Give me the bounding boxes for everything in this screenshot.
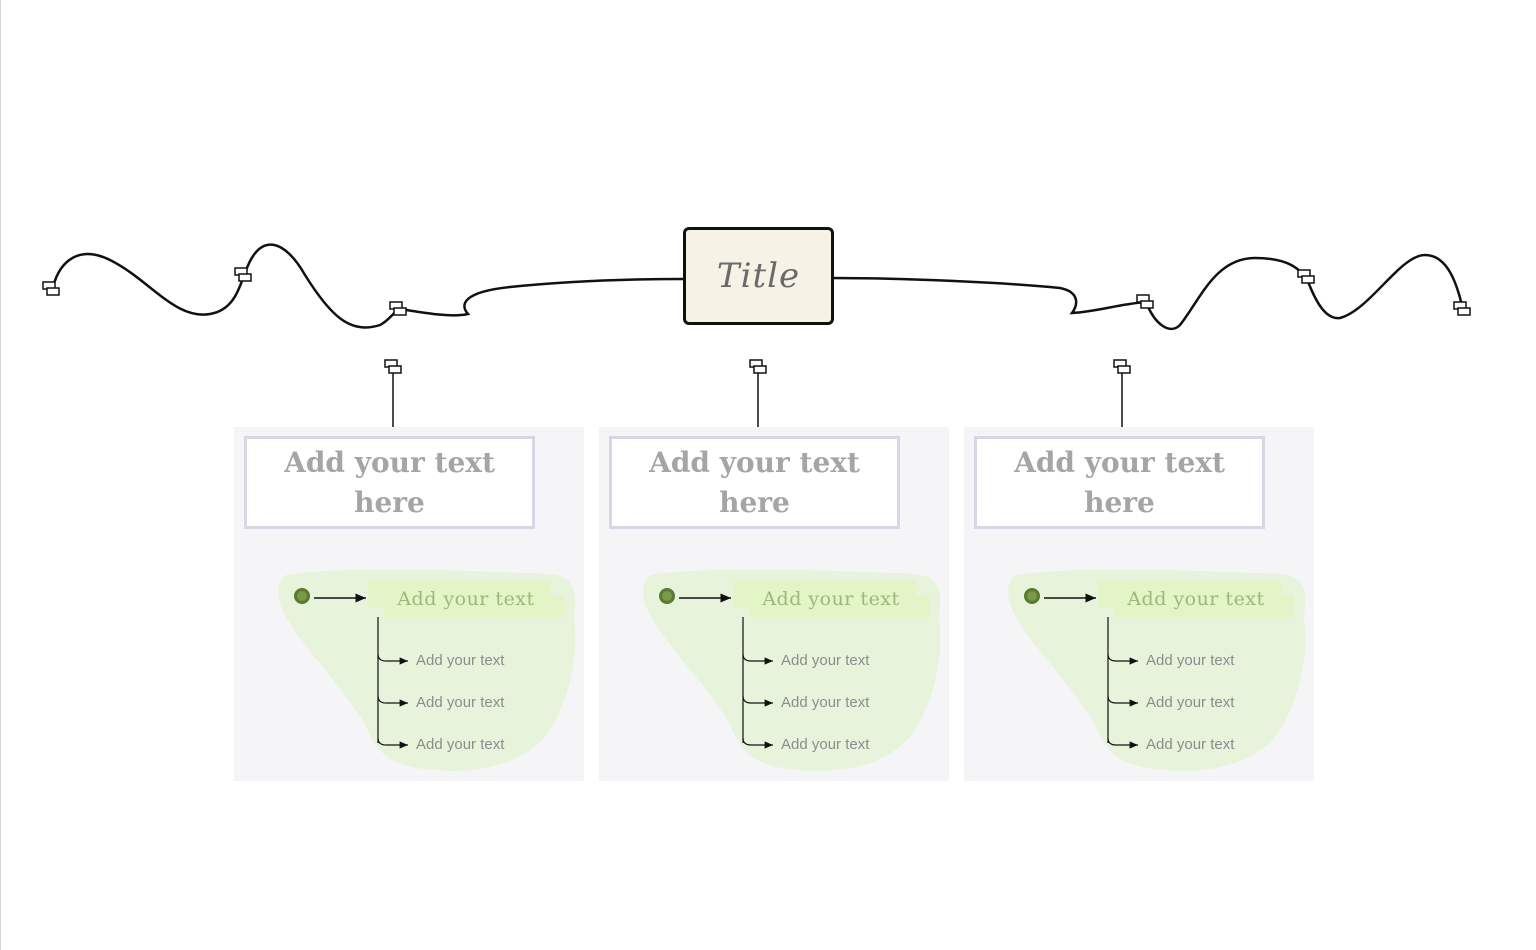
list-item[interactable]: Add your text	[781, 736, 870, 753]
highlight-blob	[278, 569, 576, 771]
left-wavy-connector	[51, 243, 684, 329]
section-panel[interactable]: Add your text here Add your text Add you…	[234, 427, 584, 781]
list-item[interactable]: Add your text	[781, 652, 870, 669]
sub-heading[interactable]: Add your text	[762, 588, 900, 610]
start-dot-icon	[659, 588, 675, 604]
node-handle-icon	[42, 281, 60, 296]
highlight-blob	[1008, 569, 1306, 771]
node-handle-icon	[1136, 294, 1154, 309]
node-handle-icon	[234, 267, 252, 282]
canvas-left-edge	[0, 0, 1, 950]
section-heading[interactable]: Add your text here	[609, 436, 900, 529]
title-text: Title	[716, 256, 801, 296]
panel-connector	[749, 359, 767, 436]
list-item[interactable]: Add your text	[1146, 736, 1235, 753]
list-item[interactable]: Add your text	[416, 694, 505, 711]
right-wavy-connector	[829, 253, 1465, 331]
sub-heading[interactable]: Add your text	[397, 588, 535, 610]
list-item[interactable]: Add your text	[1146, 652, 1235, 669]
panel-connector	[1113, 359, 1131, 436]
section-heading[interactable]: Add your text here	[974, 436, 1265, 529]
title-box[interactable]: Title	[683, 227, 834, 325]
sub-heading[interactable]: Add your text	[1127, 588, 1265, 610]
start-dot-icon	[1024, 588, 1040, 604]
section-heading[interactable]: Add your text here	[244, 436, 535, 529]
highlight-blob	[643, 569, 941, 771]
node-handle-icon	[1453, 301, 1471, 316]
node-handle-icon	[1297, 269, 1315, 284]
list-item[interactable]: Add your text	[1146, 694, 1235, 711]
start-dot-icon	[294, 588, 310, 604]
node-handle-icon	[389, 301, 407, 316]
section-panel[interactable]: Add your text here Add your text Add you…	[964, 427, 1314, 781]
list-item[interactable]: Add your text	[416, 736, 505, 753]
list-item[interactable]: Add your text	[781, 694, 870, 711]
panel-connector	[384, 359, 402, 436]
section-panel[interactable]: Add your text here Add your text Add you…	[599, 427, 949, 781]
list-item[interactable]: Add your text	[416, 652, 505, 669]
